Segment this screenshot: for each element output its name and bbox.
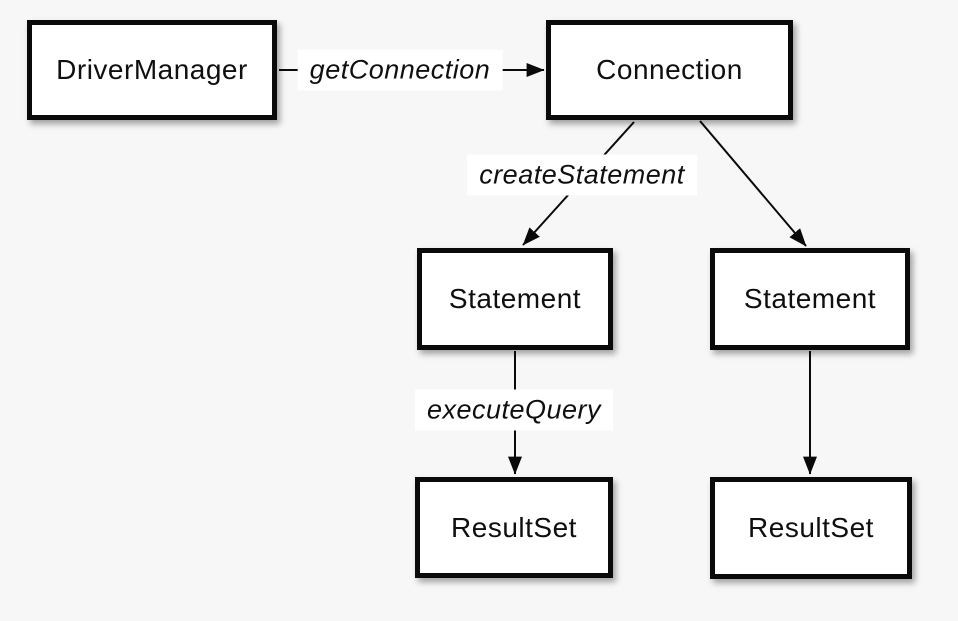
- node-resultset-right-label: ResultSet: [748, 512, 874, 543]
- edge-label-get-connection: getConnection: [297, 49, 503, 91]
- node-statement-left: Statement: [417, 248, 613, 350]
- node-statement-left-label: Statement: [448, 283, 582, 314]
- node-statement-right: Statement: [710, 248, 910, 350]
- node-resultset-right: ResultSet: [710, 477, 912, 579]
- node-resultset-left-label: ResultSet: [451, 511, 577, 543]
- node-connection: Connection: [546, 20, 793, 120]
- arrow-connection-to-statement-right: [699, 120, 807, 247]
- node-resultset-left: ResultSet: [415, 477, 613, 578]
- node-driver-manager: DriverManager: [27, 20, 277, 120]
- node-statement-right-label: Statement: [743, 283, 877, 314]
- edge-label-execute-query: executeQuery: [414, 389, 614, 431]
- node-driver-manager-label: DriverManager: [56, 54, 248, 85]
- edge-label-create-statement: createStatement: [467, 154, 697, 196]
- node-connection-label: Connection: [596, 54, 743, 85]
